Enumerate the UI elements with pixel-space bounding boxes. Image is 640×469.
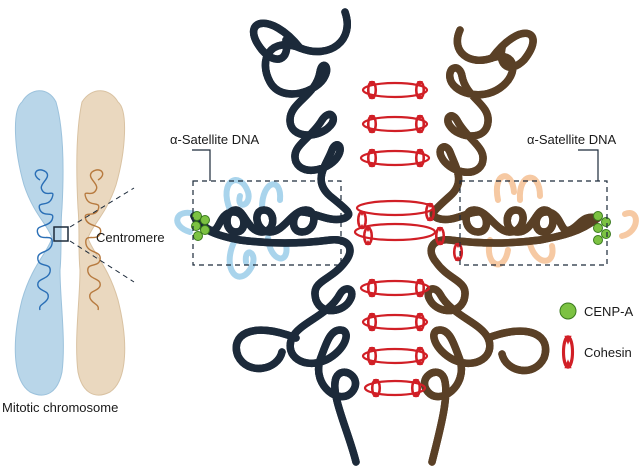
cenp-a-legend-icon [559, 302, 577, 320]
centromere-box [53, 226, 69, 242]
right-sister-dna [424, 26, 602, 466]
left-faded-loops [174, 177, 290, 280]
centromere-label: Centromere [96, 230, 165, 245]
zoom-line-top [69, 187, 135, 228]
cohesin-legend-label: Cohesin [584, 345, 632, 360]
alpha-satellite-callout-right [578, 149, 599, 181]
mitotic-chromosome: Centromere Mitotic chromosome [2, 90, 165, 415]
left-sister-dna [190, 8, 360, 466]
alpha-satellite-box-left [192, 180, 342, 266]
cenp-a-cluster-left [191, 211, 210, 241]
zoom-line-bottom [69, 240, 135, 283]
left-chromatid [14, 90, 64, 396]
mitotic-chromosome-label: Mitotic chromosome [2, 400, 118, 415]
alpha-satellite-box-right [459, 180, 608, 266]
left-chromatid-dna [34, 169, 54, 311]
cohesin-legend-icon [564, 336, 573, 368]
centromere-zoom: α-Satellite DNA α-Satellite DNA [170, 8, 639, 466]
right-chromatid [76, 90, 126, 396]
alpha-satellite-label-right: α-Satellite DNA [527, 132, 616, 147]
legend: CENP-A Cohesin [559, 302, 633, 368]
cenp-a-cluster-right [593, 211, 611, 245]
cenp-a-legend-label: CENP-A [584, 304, 633, 319]
alpha-satellite-callout-left [192, 149, 211, 181]
right-chromatid-dna [84, 169, 104, 311]
alpha-satellite-label-left: α-Satellite DNA [170, 132, 259, 147]
